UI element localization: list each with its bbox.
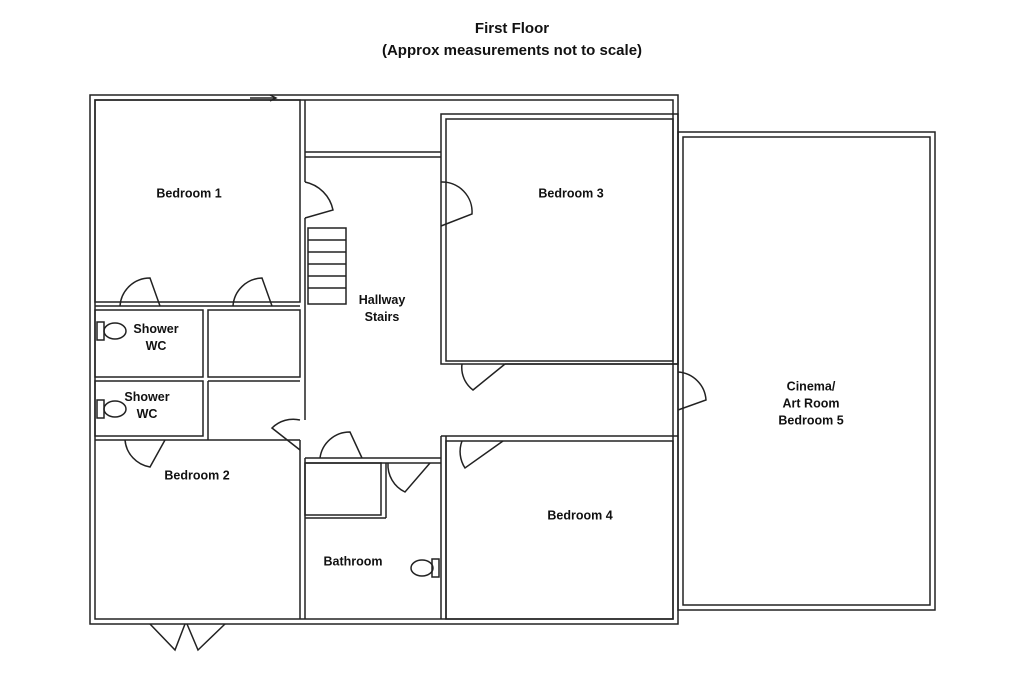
- toilet-icon: [103, 400, 127, 418]
- room-label-bedroom-3: Bedroom 3: [538, 186, 604, 201]
- room-label-bedroom-4: Bedroom 4: [547, 508, 613, 523]
- bedroom5-outer-wall: [677, 131, 936, 611]
- room-label-bedroom-1: Bedroom 1: [156, 186, 222, 201]
- door-swing-icon: [304, 181, 334, 219]
- door-swing-icon: [149, 623, 186, 652]
- shower1-walls: [94, 309, 204, 378]
- bedroom5-inner-wall: [682, 136, 931, 606]
- shower2-walls: [94, 380, 204, 437]
- floor-title: First Floor: [474, 20, 550, 37]
- door-swing-icon: [319, 431, 363, 459]
- outer-wall: [89, 94, 679, 625]
- toilet-icon: [103, 322, 127, 340]
- bathroom-cupboard: [304, 462, 382, 516]
- door-swing-icon: [459, 440, 504, 470]
- door-swing-icon: [440, 181, 473, 227]
- stairs-icon: [307, 227, 347, 305]
- room-label-bathroom: Bathroom: [323, 554, 383, 569]
- door-swing-icon: [461, 363, 506, 391]
- door-swing-icon: [186, 623, 226, 652]
- door-swing-icon: [677, 371, 707, 411]
- room-label-shower-wc-2: Shower WC: [124, 390, 170, 421]
- bedroom1-walls: [94, 99, 301, 303]
- door-swing-icon: [232, 277, 273, 307]
- bedroom4-walls: [445, 440, 674, 620]
- door-swing-icon: [119, 277, 161, 307]
- door-swing-icon: [387, 462, 431, 493]
- room-label-hallway: Hallway Stairs: [358, 293, 406, 324]
- door-swing-icon: [124, 439, 166, 468]
- room-label-bedroom-2: Bedroom 2: [164, 468, 230, 483]
- bedroom3-outer: [440, 113, 679, 365]
- toilet-icon: [410, 559, 434, 577]
- inner-wall-line: [94, 99, 674, 620]
- closet-walls: [207, 309, 301, 378]
- room-label-shower-wc-1: Shower WC: [133, 322, 179, 353]
- room-label-bedroom-5: Cinema/ Art Room Bedroom 5: [778, 379, 844, 428]
- bedroom3-inner: [445, 118, 674, 362]
- door-swing-icon: [270, 418, 301, 451]
- floor-subtitle: (Approx measurements not to scale): [381, 42, 643, 59]
